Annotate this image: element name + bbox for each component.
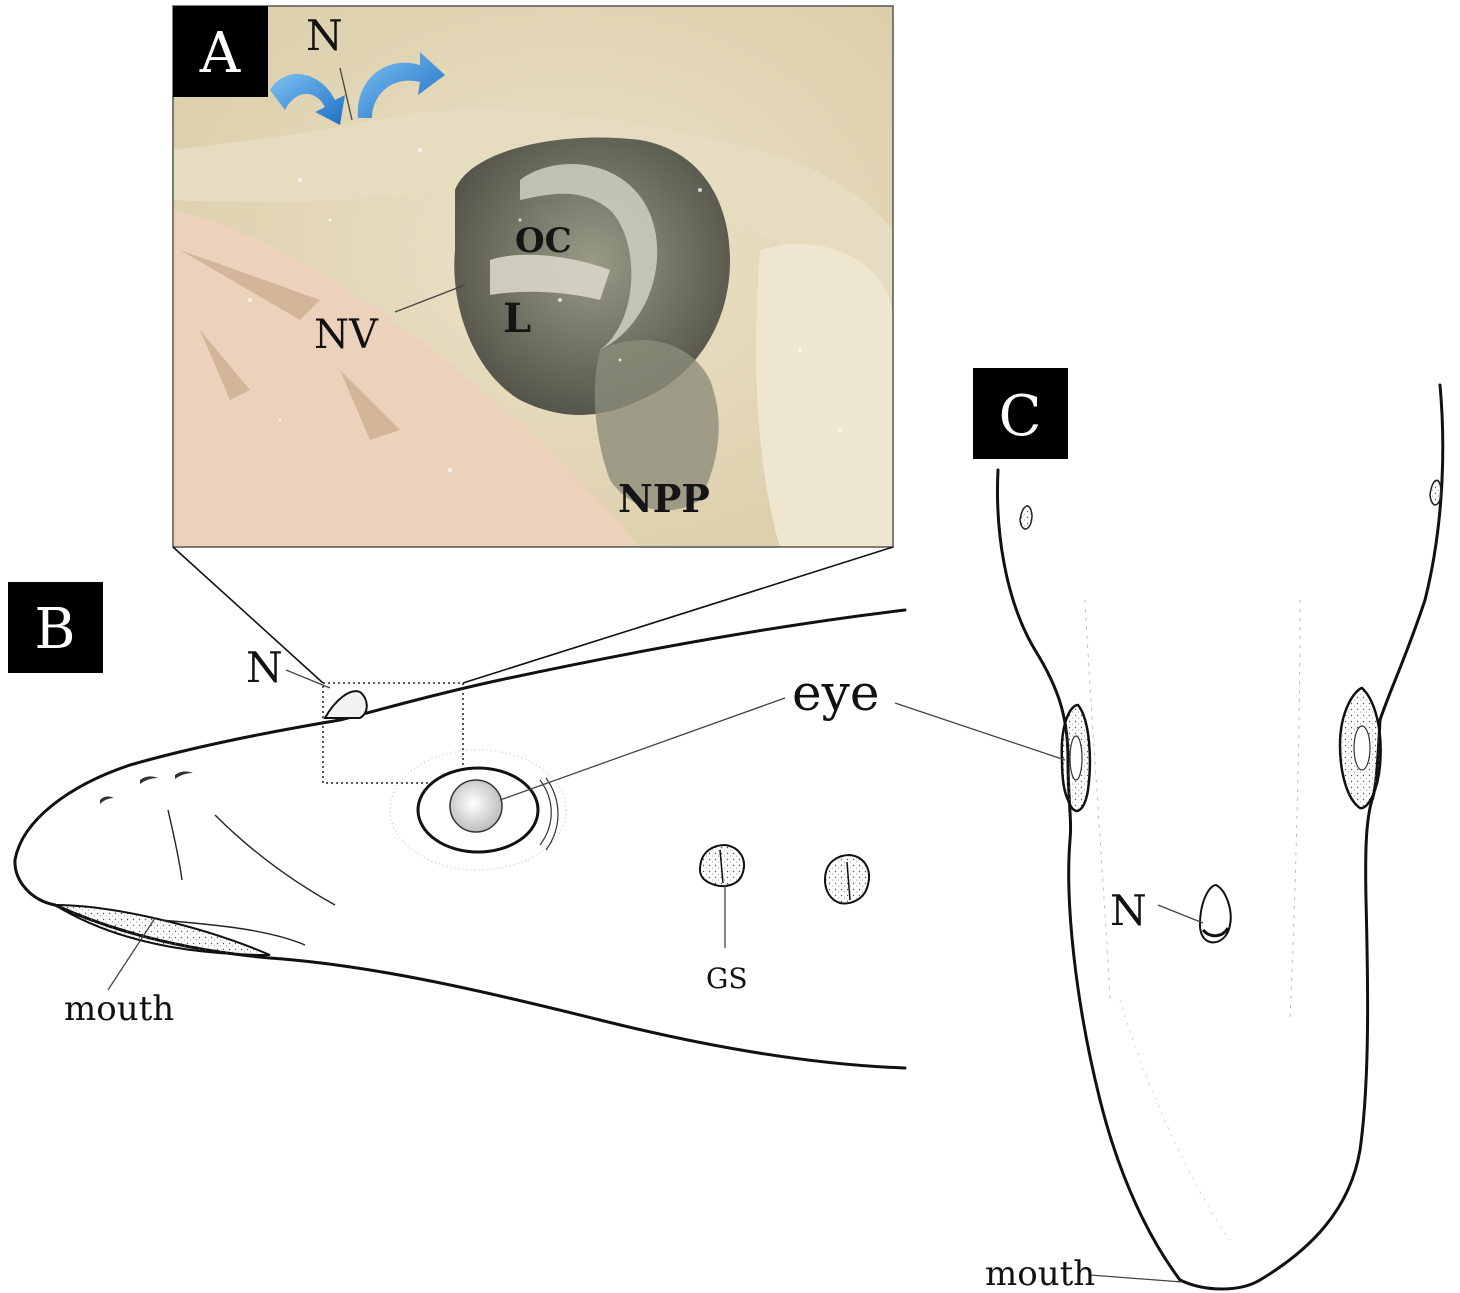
photo-label-l: L <box>503 295 531 342</box>
head-left-outline <box>997 470 1180 1280</box>
skin-line-1 <box>1085 600 1110 1000</box>
spiracle-right <box>1430 480 1441 505</box>
photo-label-nv: NV <box>314 312 379 358</box>
snout-pores <box>100 771 193 804</box>
photo-label-npp: NPP <box>618 476 710 521</box>
lateral-label-eye: eye <box>792 664 879 722</box>
head-dorsal-outline <box>15 610 905 905</box>
nostril-dorsal <box>1200 885 1231 942</box>
photo-label-oc: OC <box>515 221 572 261</box>
photo-right-lobe <box>756 244 893 547</box>
nostril-lateral <box>325 691 367 718</box>
c-mouth-leader <box>1090 1275 1182 1282</box>
c-eye-leader <box>895 703 1065 760</box>
lateral-label-n: N <box>246 643 283 692</box>
lateral-label-mouth: mouth <box>64 989 174 1029</box>
b-n-leader <box>286 670 330 688</box>
lateral-label-gs: GS <box>706 962 748 995</box>
gill-slit-1 <box>700 845 744 886</box>
eye-lateral <box>390 750 566 870</box>
mouth-lateral <box>55 905 270 955</box>
c-n-leader <box>1158 905 1203 923</box>
snout-groove-2 <box>215 815 335 905</box>
eye-right-dorsal <box>1340 688 1381 808</box>
photo-label-n: N <box>306 11 343 60</box>
head-right-outline <box>1260 385 1443 1280</box>
panel-a-badge-label: A <box>199 21 241 86</box>
shark-head-dorsal <box>895 385 1443 1289</box>
dorsal-label-n: N <box>1110 886 1147 935</box>
dorsal-label-mouth: mouth <box>985 1254 1095 1293</box>
b-eye-leader <box>500 698 785 800</box>
zoom-line-right <box>463 547 893 683</box>
snout-groove-1 <box>168 810 182 880</box>
panel-a-photo <box>173 6 893 547</box>
snout-tip-outline <box>1180 1280 1260 1289</box>
eye-left-dorsal <box>1062 705 1090 811</box>
panel-b-badge-label: B <box>34 597 75 662</box>
gill-slit-2 <box>825 855 869 903</box>
spiracle-left <box>1020 506 1032 529</box>
skin-line-2 <box>1290 600 1300 1020</box>
panel-c-badge-label: C <box>999 384 1042 449</box>
